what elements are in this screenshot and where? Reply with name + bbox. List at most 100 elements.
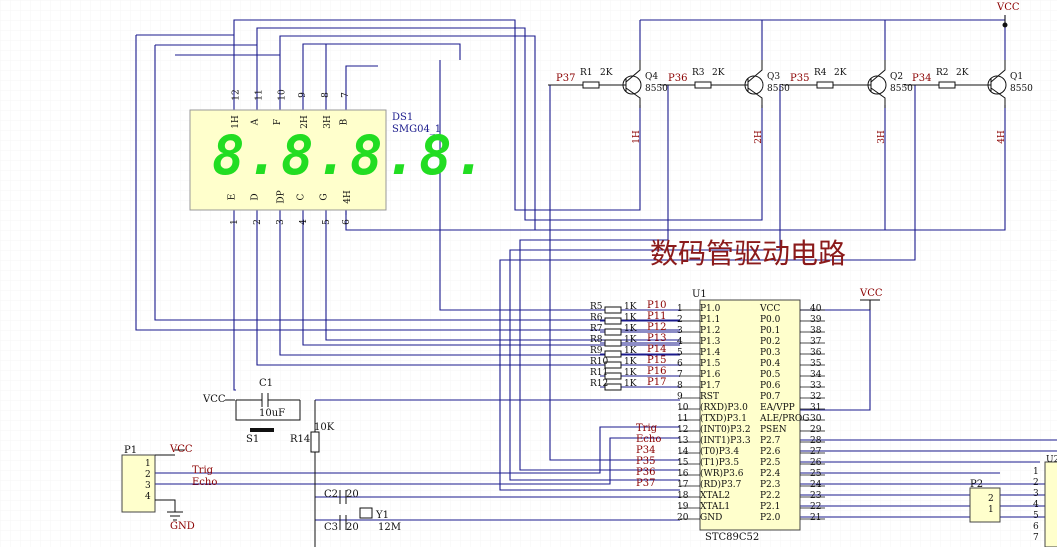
y1-value: 12M — [378, 522, 401, 533]
mcu-left-pin-name: RST — [700, 392, 719, 402]
mcu-left-pin-num: 18 — [677, 491, 689, 501]
mcu-right-pin-name: P0.6 — [760, 381, 781, 391]
transistor-ref: Q3 — [767, 72, 781, 82]
segment-resistor-ref: R11 — [590, 368, 609, 378]
mcu-right-pin-name: P0.0 — [760, 315, 781, 325]
display-top-pin-name: B — [339, 118, 350, 126]
p2-ref: P2 — [970, 479, 984, 490]
p1-connector-body — [121, 454, 156, 513]
segment-resistor-val: 1K — [624, 346, 637, 356]
right-connector-pin-number: 3 — [1033, 489, 1039, 499]
mcu-right-pin-num: 31 — [810, 403, 822, 413]
p2-connector-body — [969, 487, 1001, 523]
mcu-left-pin-num: 19 — [677, 502, 689, 512]
port3-net: P37 — [636, 478, 656, 489]
mcu-left-pin-num: 13 — [677, 436, 689, 446]
transistor-res-val: 2K — [956, 68, 969, 78]
transistor-part: 8550 — [1010, 84, 1033, 94]
segment-resistor-net: P17 — [647, 377, 667, 388]
vcc-mcu-icon — [860, 299, 880, 310]
mcu-left-pin-name: P1.0 — [700, 304, 721, 314]
mcu-right-pin-num: 35 — [810, 359, 822, 369]
mcu-left-pin-num: 10 — [677, 403, 689, 413]
s1-label: S1 — [246, 434, 260, 445]
p2-pin-number: 1 — [988, 505, 994, 515]
mcu-left-pin-name: P1.5 — [700, 359, 721, 369]
display-bottom-pin-num: 5 — [321, 219, 332, 225]
mcu-right-pin-num: 32 — [810, 392, 822, 402]
mcu-right-pin-name: P0.5 — [760, 370, 781, 380]
c1-value: 10uF — [259, 408, 286, 419]
display-ref: DS1 — [392, 112, 414, 123]
mcu-left-pin-num: 16 — [677, 469, 689, 479]
mcu-left-pin-num: 12 — [677, 425, 689, 435]
mcu-right-pin-name: P0.2 — [760, 337, 781, 347]
display-bottom-pin-num: 3 — [275, 219, 286, 225]
transistor-net: P37 — [556, 73, 576, 84]
port3-net: Echo — [636, 434, 662, 445]
right-connector-pin-number: 5 — [1033, 511, 1039, 521]
mcu-left-pin-name: P1.3 — [700, 337, 721, 347]
display-bottom-pin-name: D — [250, 193, 261, 201]
reset-vcc-label: VCC — [203, 394, 226, 405]
r14-label: R14 — [290, 434, 311, 445]
display-top-pin-num: 12 — [231, 89, 242, 101]
segment-resistor-body — [604, 306, 622, 314]
seven-seg-display — [189, 109, 387, 211]
segment-resistor-val: 1K — [624, 313, 637, 323]
mcu-left-pin-num: 3 — [677, 326, 683, 336]
transistor-out: 1H — [631, 130, 642, 144]
right-connector-pin-number: 1 — [1033, 467, 1039, 477]
mcu-right-pin-num: 25 — [810, 469, 822, 479]
p1-vcc: VCC — [170, 444, 193, 455]
mcu-left-pin-name: (T0)P3.4 — [700, 447, 740, 457]
display-digits-text: 8.8.8.8. — [212, 124, 489, 187]
transistor-ref: Q2 — [890, 72, 904, 82]
mcu-left-pin-num: 9 — [677, 392, 683, 402]
mcu-right-pin-num: 21 — [810, 513, 822, 523]
segment-resistor-ref: R7 — [590, 324, 603, 334]
mcu-left-pin-num: 5 — [677, 348, 683, 358]
transistor-ref: Q4 — [645, 72, 659, 82]
mcu-body — [699, 299, 801, 531]
display-bottom-pin-name: G — [319, 193, 330, 201]
segment-resistor-body — [604, 339, 622, 347]
p1-pin-number: 1 — [145, 459, 151, 469]
gnd-p1-icon — [155, 499, 183, 521]
segment-resistor-body — [604, 350, 622, 358]
mcu-right-pin-name: P0.1 — [760, 326, 781, 336]
segment-resistor-body — [604, 361, 622, 369]
segment-resistor-net: P11 — [647, 311, 667, 322]
vcc-top-label: VCC — [997, 2, 1020, 13]
mcu-left-pin-num: 20 — [677, 513, 689, 523]
port3-net: Trig — [636, 423, 658, 434]
mcu-right-pin-num: 28 — [810, 436, 822, 446]
transistor-res-val: 2K — [600, 68, 613, 78]
transistor-res: R3 — [692, 68, 705, 78]
display-bottom-pin-name: E — [227, 193, 238, 201]
mcu-right-pin-name: VCC — [760, 304, 781, 314]
display-top-pin-num: 7 — [340, 92, 351, 98]
mcu-right-pin-num: 29 — [810, 425, 822, 435]
port3-net: P35 — [636, 456, 656, 467]
display-top-pin-num: 9 — [297, 92, 308, 98]
segment-resistor-ref: R10 — [590, 357, 609, 367]
segment-resistor-val: 1K — [624, 379, 637, 389]
segment-resistor-ref: R12 — [590, 379, 609, 389]
p2-pin-number: 2 — [988, 494, 994, 504]
transistor-net: P34 — [912, 73, 932, 84]
mcu-left-pin-num: 15 — [677, 458, 689, 468]
mcu-left-pin-name: (T1)P3.5 — [700, 458, 740, 468]
right-connector-pin-number: 4 — [1033, 500, 1039, 510]
mcu-left-pin-name: P1.1 — [700, 315, 721, 325]
transistor-res-val: 2K — [834, 68, 847, 78]
segment-resistor-ref: R8 — [590, 335, 603, 345]
mcu-right-pin-name: P0.4 — [760, 359, 781, 369]
p1-pin-number: 3 — [145, 481, 151, 491]
y1-label: Y1 — [376, 510, 389, 521]
mcu-left-pin-name: (WR)P3.6 — [700, 469, 744, 479]
mcu-right-pin-num: 38 — [810, 326, 822, 336]
mcu-left-pin-num: 6 — [677, 359, 683, 369]
display-top-pin-name: 3H — [322, 115, 333, 129]
mcu-right-pin-name: P2.5 — [760, 458, 781, 468]
